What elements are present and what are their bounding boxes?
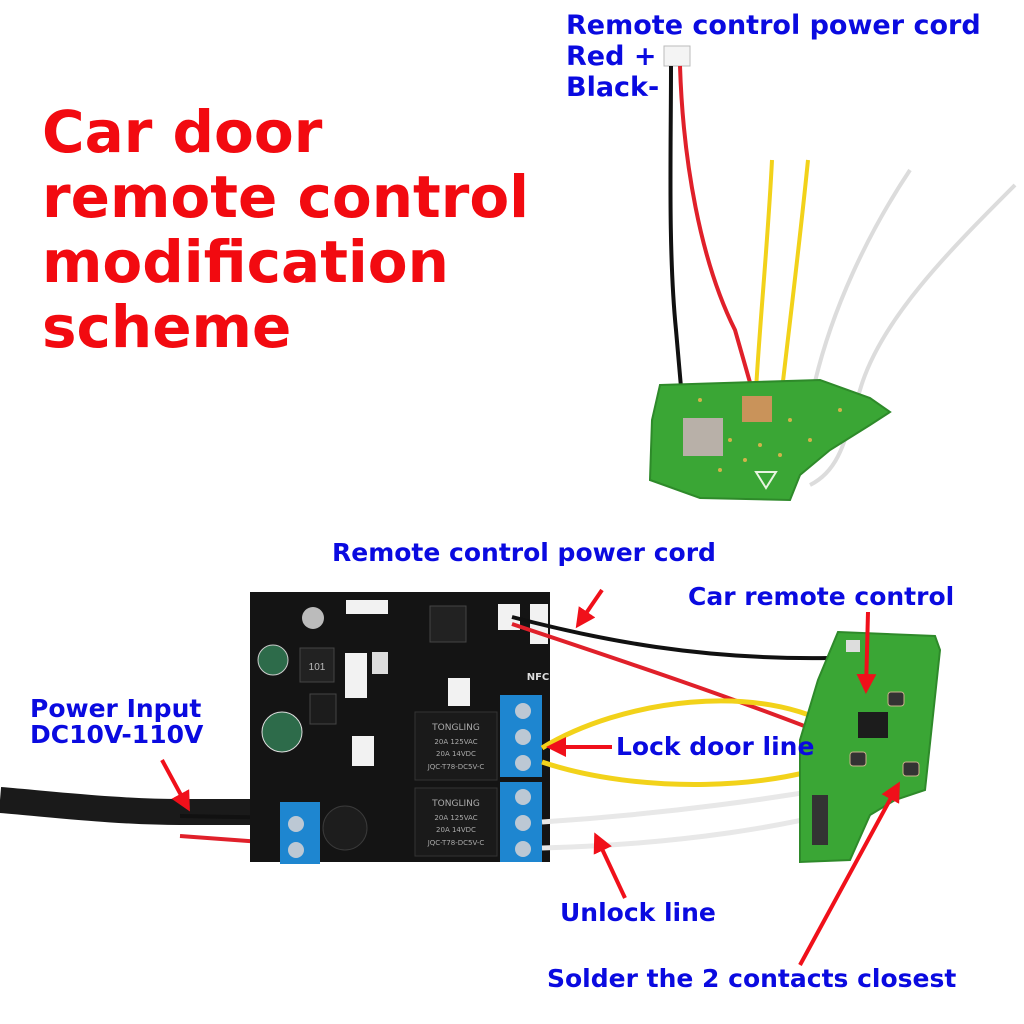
inductor-marking: 101 — [309, 662, 326, 673]
remote-black-wire — [511, 615, 831, 661]
svg-text:20A 14VDC: 20A 14VDC — [436, 826, 476, 834]
ribbon-connector — [346, 600, 388, 614]
capacitor-2 — [261, 711, 303, 753]
label-power-cord: Remote control power cord — [332, 538, 716, 567]
arrow-car-remote — [856, 611, 877, 694]
capacitor-1 — [257, 644, 289, 676]
arrow-power-cord — [575, 588, 604, 629]
label-top-power-cord: Remote control power cord — [566, 10, 981, 41]
microcontroller-chip — [429, 605, 467, 643]
label-top-black: Black- — [566, 72, 660, 103]
red-wire — [678, 65, 757, 401]
nfc-label: NFC — [527, 672, 550, 683]
header-connector-2 — [352, 736, 374, 766]
remote-button-3 — [902, 761, 920, 777]
title-line-2: remote control — [42, 162, 530, 231]
buzzer — [322, 805, 368, 851]
remote-red-wire — [511, 622, 841, 742]
white-wire-2 — [809, 183, 1017, 487]
controller-board: 101 NFC TONGLING 20A 125VAC 20A 14VDC JQ… — [250, 592, 550, 864]
label-solder-contacts: Solder the 2 contacts closest — [547, 964, 957, 993]
arrow-unlock-line — [593, 832, 627, 899]
title-line-1: Car door — [42, 98, 323, 166]
svg-text:JQC-T78-DC5V-C: JQC-T78-DC5V-C — [427, 763, 485, 771]
terminal-block-relay-1 — [500, 695, 542, 777]
svg-text:TONGLING: TONGLING — [431, 799, 480, 809]
yellow-wire-1 — [754, 159, 774, 391]
header-connector-1 — [345, 653, 367, 698]
svg-text:20A 14VDC: 20A 14VDC — [436, 750, 476, 758]
title-line-3: modification — [42, 227, 449, 296]
arrow-power-input — [160, 759, 190, 812]
driver-chip — [309, 693, 337, 725]
remote-chip — [858, 712, 888, 738]
key-fob-pcb — [648, 378, 892, 502]
black-wire — [668, 65, 685, 411]
title-line-4: scheme — [42, 292, 292, 361]
car-remote-pcb — [799, 630, 942, 864]
push-button — [372, 652, 388, 674]
label-unlock-line: Unlock line — [560, 898, 716, 927]
arrow-solder — [798, 781, 900, 966]
lock-yellow-wire-1 — [540, 698, 842, 751]
diagram-title: Car door remote control modification sch… — [42, 100, 529, 360]
power-cable — [0, 787, 250, 825]
remote-battery-clip — [812, 795, 828, 845]
triangle-mark-icon — [754, 471, 778, 490]
terminal-block-relay-2 — [500, 782, 542, 862]
svg-text:JQC-T78-DC5V-C: JQC-T78-DC5V-C — [427, 839, 485, 847]
label-lock-line: Lock door line — [616, 732, 815, 761]
inductor — [299, 647, 335, 683]
battery-contact — [683, 418, 723, 456]
label-car-remote: Car remote control — [688, 582, 955, 611]
capacitor-3 — [302, 607, 324, 629]
remote-button-1 — [887, 691, 905, 707]
label-power-input: Power Input — [30, 694, 202, 723]
remote-button-2 — [849, 751, 867, 767]
jst-connector — [663, 45, 691, 67]
svg-text:TONGLING: TONGLING — [431, 723, 480, 733]
label-power-voltage: DC10V-110V — [30, 720, 204, 749]
solder-pad — [742, 396, 772, 422]
top-remote-assembly — [648, 45, 1017, 502]
relay-1: TONGLING 20A 125VAC 20A 14VDC JQC-T78-DC… — [414, 711, 498, 781]
yellow-wire-2 — [780, 159, 810, 391]
label-top-red: Red + — [566, 41, 657, 72]
svg-text:20A 125VAC: 20A 125VAC — [434, 814, 477, 822]
header-connector-3 — [448, 678, 470, 706]
remote-led — [846, 640, 860, 652]
svg-text:20A 125VAC: 20A 125VAC — [434, 738, 477, 746]
relay-2: TONGLING 20A 125VAC 20A 14VDC JQC-T78-DC… — [414, 787, 498, 857]
terminal-block-power — [280, 802, 320, 864]
